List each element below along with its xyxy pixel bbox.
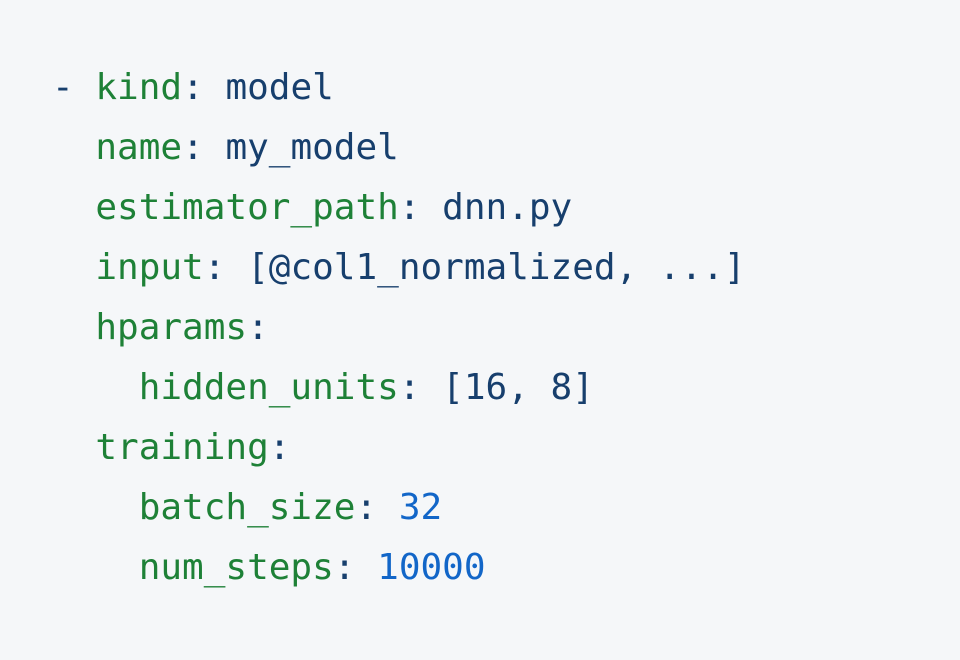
yaml-colon: : (333, 547, 356, 588)
code-space (355, 547, 377, 588)
yaml-colon: : (247, 307, 269, 348)
code-indent (52, 427, 95, 468)
yaml-value: [@col1_normalized, ...] (247, 247, 746, 288)
yaml-key: input (95, 247, 204, 288)
code-line: batch_size: 32 (52, 478, 442, 538)
code-line: - kind: model (52, 58, 334, 118)
code-space (377, 487, 399, 528)
yaml-value: my_model (225, 127, 399, 168)
yaml-key: estimator_path (95, 187, 399, 228)
code-space (420, 367, 442, 408)
code-indent (52, 367, 139, 408)
yaml-key: name (95, 127, 183, 168)
code-line: estimator_path: dnn.py (52, 178, 572, 238)
code-space (225, 247, 247, 288)
yaml-key: hparams (95, 307, 248, 348)
yaml-colon: : (182, 127, 204, 168)
code-indent (52, 487, 139, 528)
yaml-key: kind (95, 67, 183, 108)
code-space (420, 187, 442, 228)
yaml-value: model (225, 67, 334, 108)
yaml-key: batch_size (138, 487, 356, 528)
yaml-value: [16, 8] (442, 367, 594, 408)
yaml-colon: : (182, 67, 204, 108)
yaml-key: training (95, 427, 269, 468)
code-line: hparams: (52, 298, 269, 358)
yaml-key: hidden_units (138, 367, 399, 408)
code-indent (52, 247, 95, 288)
code-space (204, 127, 226, 168)
code-indent (52, 127, 95, 168)
yaml-key: num_steps (138, 547, 334, 588)
yaml-colon: : (203, 247, 226, 288)
code-indent (52, 547, 139, 588)
code-line: num_steps: 10000 (52, 538, 486, 598)
list-dash: - (52, 67, 96, 108)
code-indent (52, 187, 95, 228)
yaml-colon: : (398, 367, 421, 408)
code-line: training: (52, 418, 290, 478)
yaml-value: dnn.py (442, 187, 573, 228)
code-line: hidden_units: [16, 8] (52, 358, 594, 418)
yaml-number-value: 32 (398, 487, 443, 528)
code-space (204, 67, 226, 108)
yaml-colon: : (268, 427, 291, 468)
yaml-colon: : (355, 487, 378, 528)
yaml-colon: : (398, 187, 421, 228)
code-line: name: my_model (52, 118, 399, 178)
code-indent (52, 307, 95, 348)
code-line: input: [@col1_normalized, ...] (52, 238, 746, 298)
yaml-number-value: 10000 (377, 547, 486, 588)
